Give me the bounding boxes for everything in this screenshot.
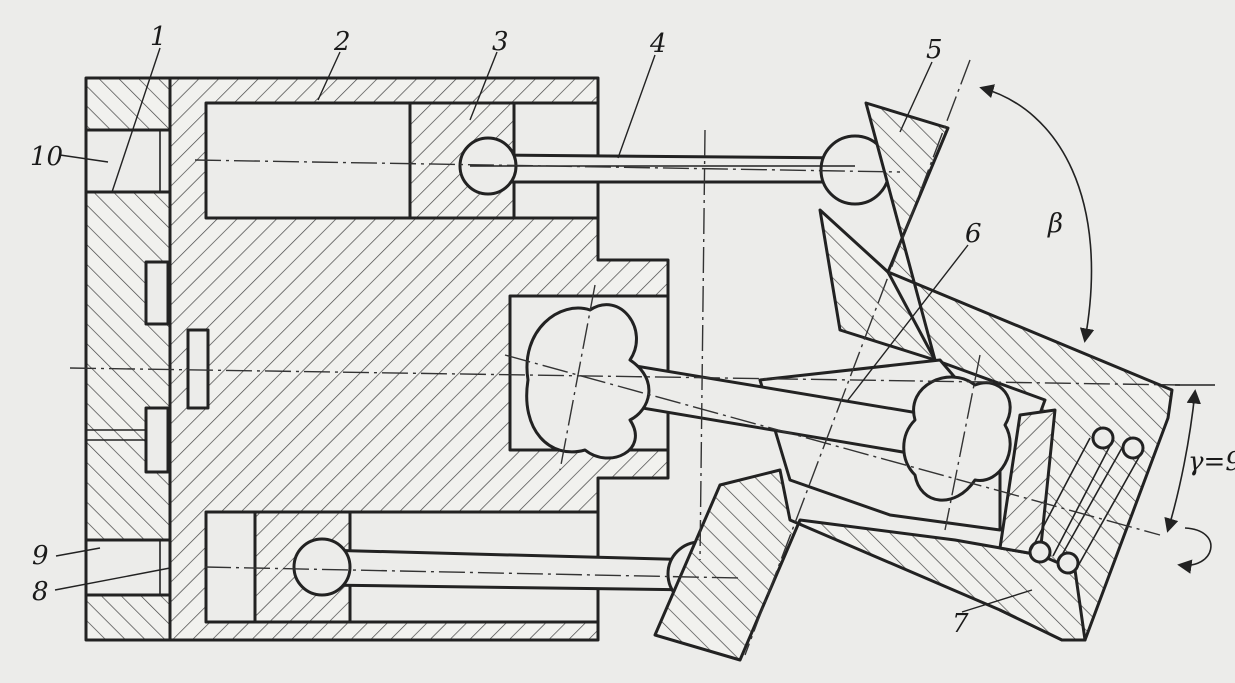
label-5: 5 — [926, 35, 943, 65]
angle-gamma-arc: γ=9 — [1164, 389, 1235, 574]
return-spring — [998, 408, 1145, 575]
part-labels: 1 2 3 4 5 6 7 8 9 10 — [30, 22, 1033, 639]
label-10: 10 — [30, 142, 63, 172]
beta-label: β — [1047, 209, 1063, 239]
label-6: 6 — [965, 219, 982, 249]
shaft-keys — [86, 260, 210, 474]
lower-piston — [253, 510, 734, 624]
label-3: 3 — [492, 27, 509, 57]
label-7: 7 — [952, 609, 969, 639]
angle-beta-arc: β — [979, 84, 1095, 343]
label-9: 9 — [32, 541, 49, 571]
label-8: 8 — [32, 577, 49, 607]
central-connecting-rod-6 — [525, 303, 1012, 502]
label-4: 4 — [649, 29, 667, 59]
gamma-label: γ=9 — [1188, 447, 1235, 477]
label-1: 1 — [150, 22, 167, 52]
upper-connecting-rod-4 — [458, 134, 891, 206]
label-2: 2 — [333, 27, 351, 57]
centre-lines — [69, 59, 1215, 656]
